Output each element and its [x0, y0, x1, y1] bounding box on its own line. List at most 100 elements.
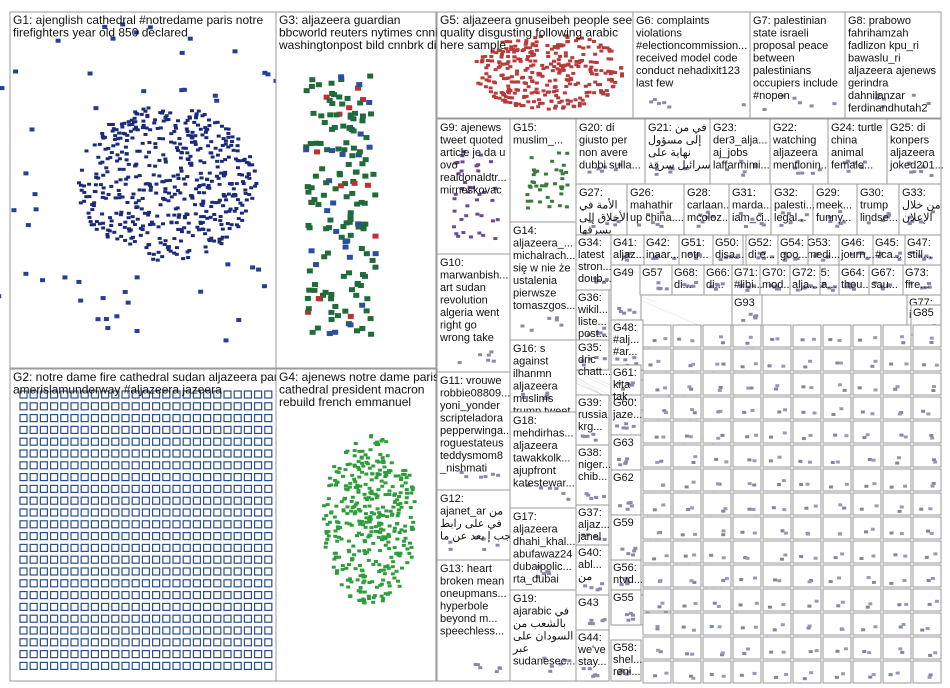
node	[173, 126, 178, 130]
node	[60, 496, 69, 505]
node	[775, 384, 780, 388]
node	[598, 331, 603, 335]
node	[337, 183, 344, 189]
node	[689, 579, 694, 583]
node	[559, 185, 564, 189]
node	[223, 543, 232, 553]
node	[29, 402, 38, 411]
node	[39, 661, 49, 671]
node	[350, 128, 357, 134]
tiny-cluster-box	[882, 588, 912, 612]
node	[121, 649, 130, 659]
node	[339, 500, 344, 504]
node	[409, 555, 414, 559]
node	[897, 257, 902, 261]
node	[561, 491, 566, 495]
node	[100, 520, 110, 529]
node	[213, 425, 222, 434]
node	[182, 614, 191, 623]
node	[753, 576, 758, 580]
node	[631, 424, 636, 428]
node	[340, 123, 347, 129]
node	[512, 55, 517, 59]
node	[110, 122, 115, 126]
node	[525, 199, 530, 203]
node	[140, 141, 145, 145]
node	[315, 82, 322, 88]
node	[625, 252, 630, 256]
node	[220, 227, 225, 231]
group-label-line: G38:	[578, 447, 602, 459]
tiny-cluster-box	[822, 324, 852, 348]
node	[183, 146, 188, 150]
tiny-cluster-box	[732, 516, 762, 540]
tiny-cluster-box	[912, 588, 942, 612]
node	[172, 626, 181, 635]
node	[631, 553, 636, 557]
node	[262, 70, 268, 75]
node	[601, 495, 606, 499]
node	[166, 213, 171, 217]
group-label-line: يسرقها	[579, 225, 612, 237]
node	[689, 284, 694, 288]
node	[838, 210, 843, 214]
node	[121, 461, 130, 470]
node	[29, 543, 38, 553]
node	[39, 626, 49, 635]
node	[176, 189, 181, 193]
tiny-cluster-box	[762, 660, 792, 684]
node	[682, 604, 687, 608]
node	[692, 580, 697, 584]
node	[179, 227, 184, 231]
node	[233, 579, 242, 588]
group-label-line: algeria went	[440, 307, 499, 319]
node	[97, 222, 102, 226]
node	[80, 602, 89, 612]
group-label-line: aljazeera	[890, 147, 936, 159]
node	[163, 157, 168, 161]
node	[90, 555, 100, 564]
node	[308, 185, 315, 191]
node	[179, 150, 184, 154]
node	[141, 437, 150, 446]
node	[223, 158, 228, 162]
node	[100, 414, 110, 423]
group-label-g56: G56:ntvd...	[613, 562, 643, 586]
node	[664, 411, 669, 415]
node	[837, 532, 842, 536]
node	[203, 590, 212, 600]
tiny-cluster-box	[672, 348, 702, 372]
node	[501, 50, 506, 54]
node	[738, 285, 743, 289]
node	[783, 251, 788, 255]
tiny-cluster-box	[912, 660, 942, 684]
group-label-g40: G40:abl...من	[578, 547, 602, 583]
node	[192, 626, 201, 635]
node	[172, 402, 181, 411]
node	[189, 140, 194, 144]
node	[777, 410, 782, 414]
node	[215, 159, 220, 163]
group-label-line: russia	[578, 409, 608, 421]
node	[350, 116, 357, 122]
node	[198, 146, 203, 150]
node	[60, 614, 69, 623]
node	[19, 661, 28, 671]
node	[871, 458, 876, 462]
node	[182, 508, 191, 517]
node	[407, 473, 412, 477]
node	[209, 236, 214, 240]
node	[90, 590, 100, 600]
node	[115, 237, 120, 241]
node	[627, 251, 632, 255]
node	[240, 173, 245, 177]
node	[591, 39, 596, 43]
tiny-cluster-box	[852, 636, 882, 660]
node	[223, 531, 232, 541]
node	[223, 649, 232, 659]
node	[223, 172, 228, 176]
group-g11-nodes	[459, 471, 501, 479]
node	[691, 460, 696, 464]
node	[497, 666, 502, 670]
node	[152, 121, 157, 125]
